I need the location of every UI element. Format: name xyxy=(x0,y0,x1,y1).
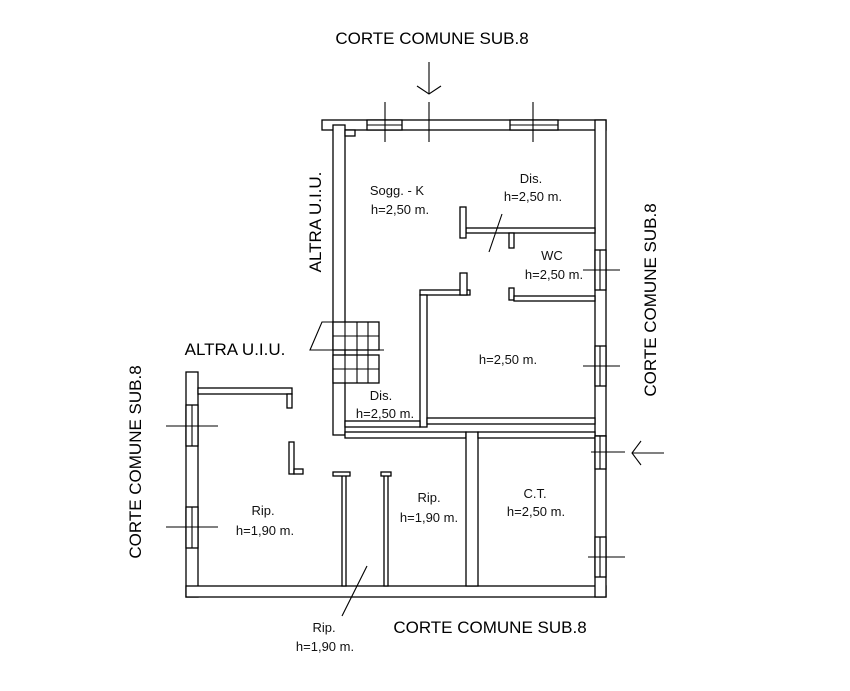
label-left-court: CORTE COMUNE SUB.8 xyxy=(126,365,145,558)
leader-rip xyxy=(341,565,368,617)
room-wc: WC h=2,50 m. xyxy=(525,248,583,282)
svg-text:h=1,90 m.: h=1,90 m. xyxy=(400,510,458,525)
room-rip-corridor: Rip. h=1,90 m. xyxy=(296,620,354,654)
label-neighbor-vertical: ALTRA U.I.U. xyxy=(306,172,325,273)
room-dis-top: Dis. h=2,50 m. xyxy=(504,171,562,204)
staircase xyxy=(309,321,384,384)
label-bottom-court: CORTE COMUNE SUB.8 xyxy=(393,618,586,637)
svg-text:Dis.: Dis. xyxy=(520,171,542,186)
svg-text:Sogg. - K: Sogg. - K xyxy=(370,183,425,198)
svg-text:h=1,90 m.: h=1,90 m. xyxy=(296,639,354,654)
svg-text:Rip.: Rip. xyxy=(417,490,440,505)
svg-text:h=2,50 m.: h=2,50 m. xyxy=(371,202,429,217)
svg-text:h=2,50 m.: h=2,50 m. xyxy=(507,504,565,519)
room-ct: C.T. h=2,50 m. xyxy=(507,486,565,519)
svg-text:h=2,50 m.: h=2,50 m. xyxy=(479,352,537,367)
svg-text:Rip.: Rip. xyxy=(251,503,274,518)
windows-upper xyxy=(366,102,620,387)
room-soggiorno: Sogg. - K h=2,50 m. xyxy=(370,183,429,217)
room-rip-left: Rip. h=1,90 m. xyxy=(236,503,294,538)
room-dis-stair: Dis. h=2,50 m. xyxy=(356,388,414,421)
windows-lower xyxy=(166,404,625,578)
label-top-court: CORTE COMUNE SUB.8 xyxy=(335,29,528,48)
room-rip-mid: Rip. h=1,90 m. xyxy=(400,490,458,525)
leader-dis xyxy=(488,213,503,253)
entrance-arrow-top xyxy=(416,62,442,95)
svg-text:Dis.: Dis. xyxy=(370,388,392,403)
svg-text:WC: WC xyxy=(541,248,563,263)
svg-text:C.T.: C.T. xyxy=(523,486,546,501)
svg-text:h=1,90 m.: h=1,90 m. xyxy=(236,523,294,538)
label-neighbor-horizontal: ALTRA U.I.U. xyxy=(185,340,286,359)
svg-text:h=2,50 m.: h=2,50 m. xyxy=(525,267,583,282)
room-right: h=2,50 m. xyxy=(479,352,537,367)
svg-text:h=2,50 m.: h=2,50 m. xyxy=(356,406,414,421)
label-right-court: CORTE COMUNE SUB.8 xyxy=(641,203,660,396)
svg-text:h=2,50 m.: h=2,50 m. xyxy=(504,189,562,204)
svg-text:Rip.: Rip. xyxy=(312,620,335,635)
entrance-arrow-right xyxy=(631,440,664,466)
